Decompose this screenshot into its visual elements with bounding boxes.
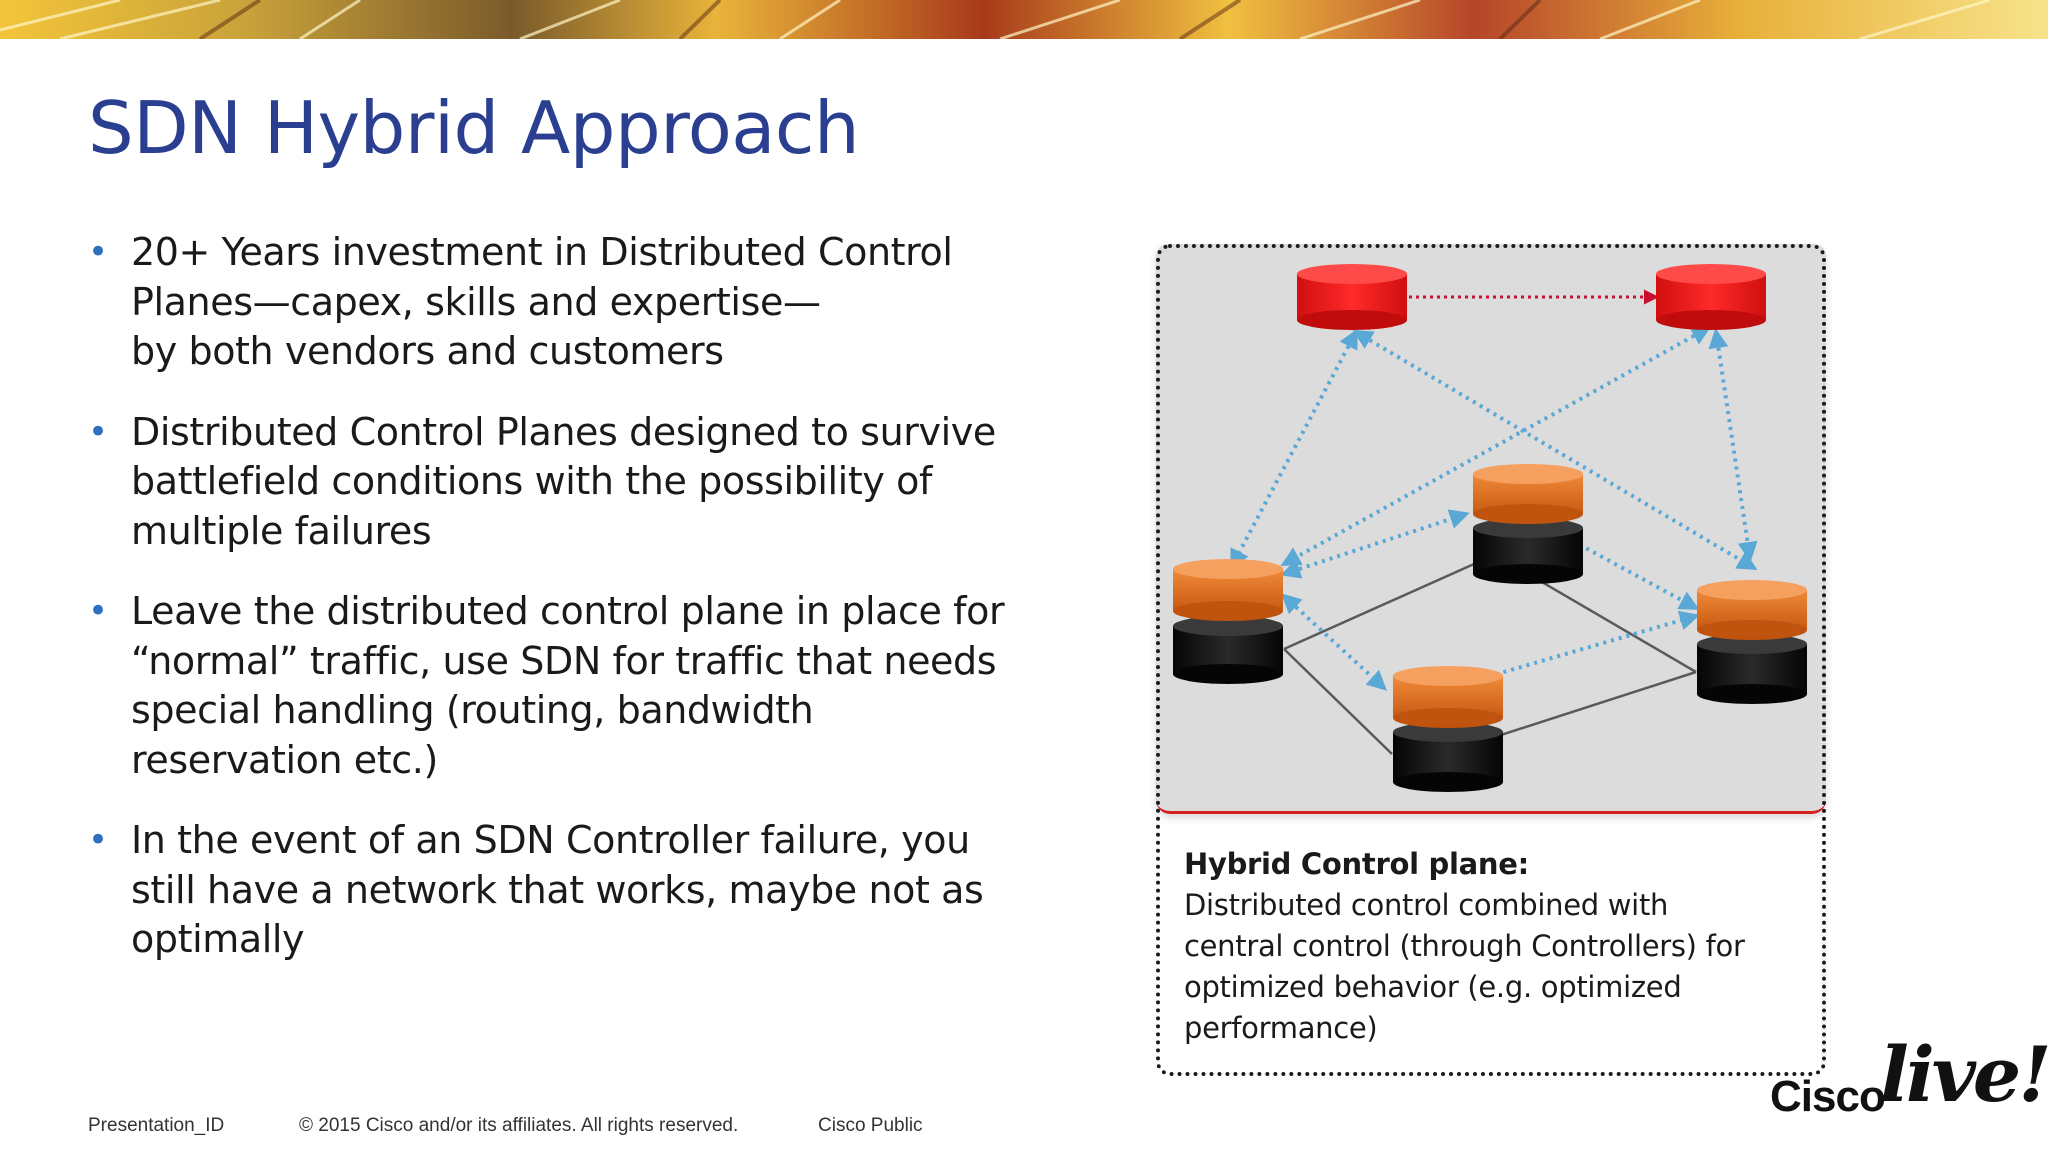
switch-right [1697, 580, 1807, 704]
switch-left [1173, 559, 1283, 684]
bullet-dot-icon: • [88, 232, 108, 272]
bullet-item: • Distributed Control Planes designed to … [88, 408, 1048, 557]
control-link [1280, 509, 1470, 579]
logo-cisco-text: Cisco [1770, 1072, 1886, 1121]
control-link [1708, 328, 1758, 562]
bullet-text: Distributed Control Planes designed to s… [131, 409, 996, 553]
footer-classification: Cisco Public [818, 1115, 923, 1136]
physical-link [1283, 562, 1475, 651]
controller-right [1656, 264, 1766, 330]
control-link [1230, 328, 1358, 570]
bullet-list: • 20+ Years investment in Distributed Con… [88, 228, 1048, 996]
bullet-item: • 20+ Years investment in Distributed Con… [88, 228, 1048, 377]
switch-center-bottom [1393, 666, 1503, 792]
logo-live-text: live! [1880, 1030, 2048, 1119]
slide-title: SDN Hybrid Approach [88, 86, 860, 170]
caption-body: Distributed control combined with centra… [1184, 888, 1745, 1045]
bullet-item: • Leave the distributed control plane in … [88, 587, 1048, 785]
bullet-dot-icon: • [88, 820, 108, 860]
banner-graphic [0, 0, 2048, 39]
bullet-dot-icon: • [88, 591, 108, 631]
footer-copyright: © 2015 Cisco and/or its affiliates. All … [299, 1115, 739, 1136]
bullet-dot-icon: • [88, 411, 108, 452]
bullet-text: Leave the distributed control plane in p… [131, 589, 1005, 782]
hybrid-network-diagram [1173, 264, 1807, 792]
controller-left [1297, 264, 1407, 330]
diagram-frame [1156, 244, 1826, 1076]
bullet-item: • In the event of an SDN Controller failu… [88, 816, 1048, 965]
control-link [1281, 593, 1387, 691]
header-banner [0, 0, 2048, 39]
control-link [1280, 326, 1712, 566]
footer-presentation-id: Presentation_ID [88, 1115, 225, 1136]
caption-title: Hybrid Control plane: [1184, 847, 1529, 881]
cisco-live-logo: Cisco live! [1764, 1030, 2048, 1130]
bullet-text: In the event of an SDN Controller failur… [131, 818, 984, 961]
bullet-text: 20+ Years investment in Distributed Cont… [131, 230, 953, 373]
switch-center-top [1473, 464, 1583, 584]
physical-link [1283, 648, 1393, 755]
diagram-caption: Hybrid Control plane: Distributed contro… [1184, 844, 1804, 1049]
